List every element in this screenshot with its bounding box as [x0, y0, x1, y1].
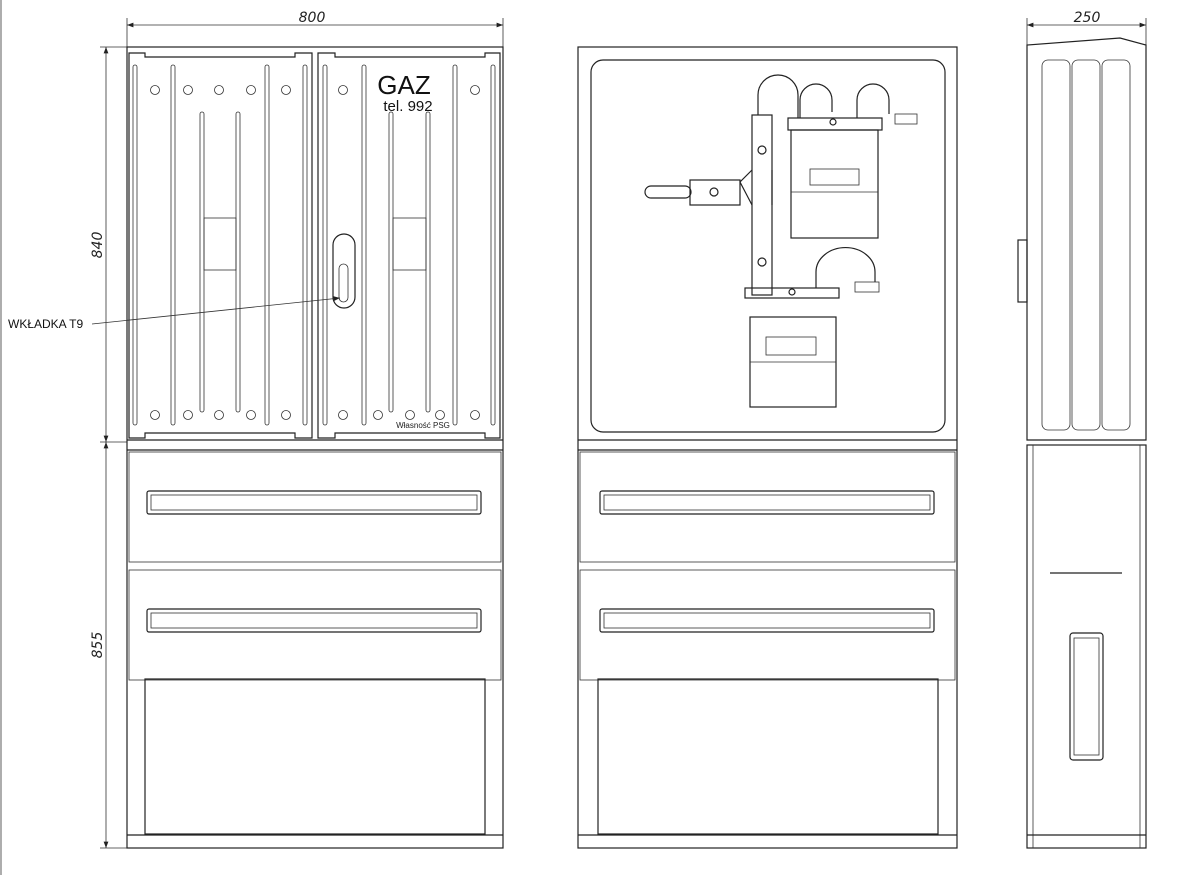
svg-text:840: 840 — [90, 232, 106, 259]
phone-label: tel. 992 — [383, 98, 432, 115]
svg-text:855: 855 — [90, 632, 106, 659]
gas-meter-top — [787, 83, 918, 239]
gaz-label: GAZ — [377, 70, 431, 100]
side-view — [1017, 37, 1147, 849]
svg-text:WKŁADKA T9: WKŁADKA T9 — [8, 317, 83, 331]
right-door: GAZ tel. 992 Własność PSG — [317, 52, 501, 439]
dimension-front-width: 800 — [126, 10, 504, 47]
dimension-side-width: 250 — [1026, 10, 1147, 45]
side-hinge — [1017, 239, 1028, 303]
insert-callout: WKŁADKA T9 — [8, 296, 341, 331]
dimension-heights: 840 855 — [90, 46, 127, 849]
interior-lower-sections — [578, 451, 957, 836]
gas-meter-bottom — [744, 247, 880, 408]
svg-text:250: 250 — [1074, 10, 1101, 26]
left-door — [128, 52, 313, 439]
lock-handle[interactable] — [332, 233, 356, 309]
interior-view — [577, 46, 958, 849]
ownership-label: Własność PSG — [396, 421, 450, 430]
svg-text:800: 800 — [299, 10, 326, 26]
pipework-and-valves — [644, 74, 799, 296]
front-view: GAZ tel. 992 Własność PSG WKŁADKA T9 — [8, 46, 504, 849]
front-lower-sections — [127, 451, 503, 836]
